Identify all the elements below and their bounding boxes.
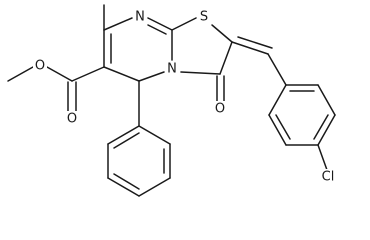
bond-ph-4-5: [107, 177, 140, 197]
atom-n-ring-top: N: [133, 9, 147, 25]
atom-label-o-ester-single: O: [35, 59, 45, 74]
bond-c2-ch-a: [231, 41, 269, 55]
chemical-structure: O O N N S O Cl: [7, 4, 338, 197]
bond-cp-6-1: [268, 84, 287, 116]
atom-n-ring-junction: N: [165, 61, 179, 77]
atom-labels: O O N N S O Cl: [33, 9, 338, 186]
bond-methyl-o: [7, 66, 34, 82]
bond-n-top-c8a-b: [147, 24, 167, 35]
atom-o-ketone: O: [213, 101, 227, 117]
bond-cp-cl: [317, 144, 328, 171]
atom-label-o-ketone: O: [215, 102, 225, 117]
bond-c2-c3: [219, 41, 233, 75]
bond-cp-5-6: [268, 114, 287, 146]
atom-label-s-ring: S: [200, 10, 208, 25]
atom-label-n-ring-junction: N: [167, 62, 177, 77]
bond-ester-carbon-c6: [71, 66, 105, 82]
bond-c5-c6: [103, 66, 140, 82]
bond-s-c2: [211, 24, 233, 43]
bond-ch-aryl: [267, 53, 287, 86]
bond-c7-n-top: [103, 17, 133, 31]
bond-ph-inner-c: [113, 132, 140, 149]
atom-s-ring: S: [197, 9, 211, 25]
atom-label-cl-substituent: Cl: [322, 170, 335, 185]
bond-c3-n-junction: [180, 71, 221, 75]
atom-o-ester-single: O: [33, 58, 47, 74]
atom-o-ester-carbonyl: O: [65, 111, 79, 127]
atom-label-o-ester-carbonyl: O: [67, 112, 77, 127]
bond-o-ester-carbon: [46, 66, 73, 82]
bond-cp-3-4: [317, 114, 336, 146]
bond-c2-ch-b: [237, 36, 273, 49]
bonds: [7, 4, 336, 197]
bond-ph-6-1: [107, 125, 140, 145]
bond-cp-inner-b: [313, 114, 329, 140]
bond-n-junction-c5: [138, 71, 165, 82]
bond-n-top-c8a-a: [147, 17, 173, 31]
bond-cp-2-3: [317, 84, 336, 116]
bond-ph-inner-b: [113, 173, 140, 190]
bond-c8a-s: [171, 17, 197, 31]
bond-cp-inner-c: [275, 114, 291, 140]
atom-label-n-ring-top: N: [135, 10, 145, 25]
bond-ph-1-2: [138, 125, 171, 145]
bond-ph-3-4: [138, 177, 171, 197]
atom-cl-substituent: Cl: [318, 169, 338, 186]
